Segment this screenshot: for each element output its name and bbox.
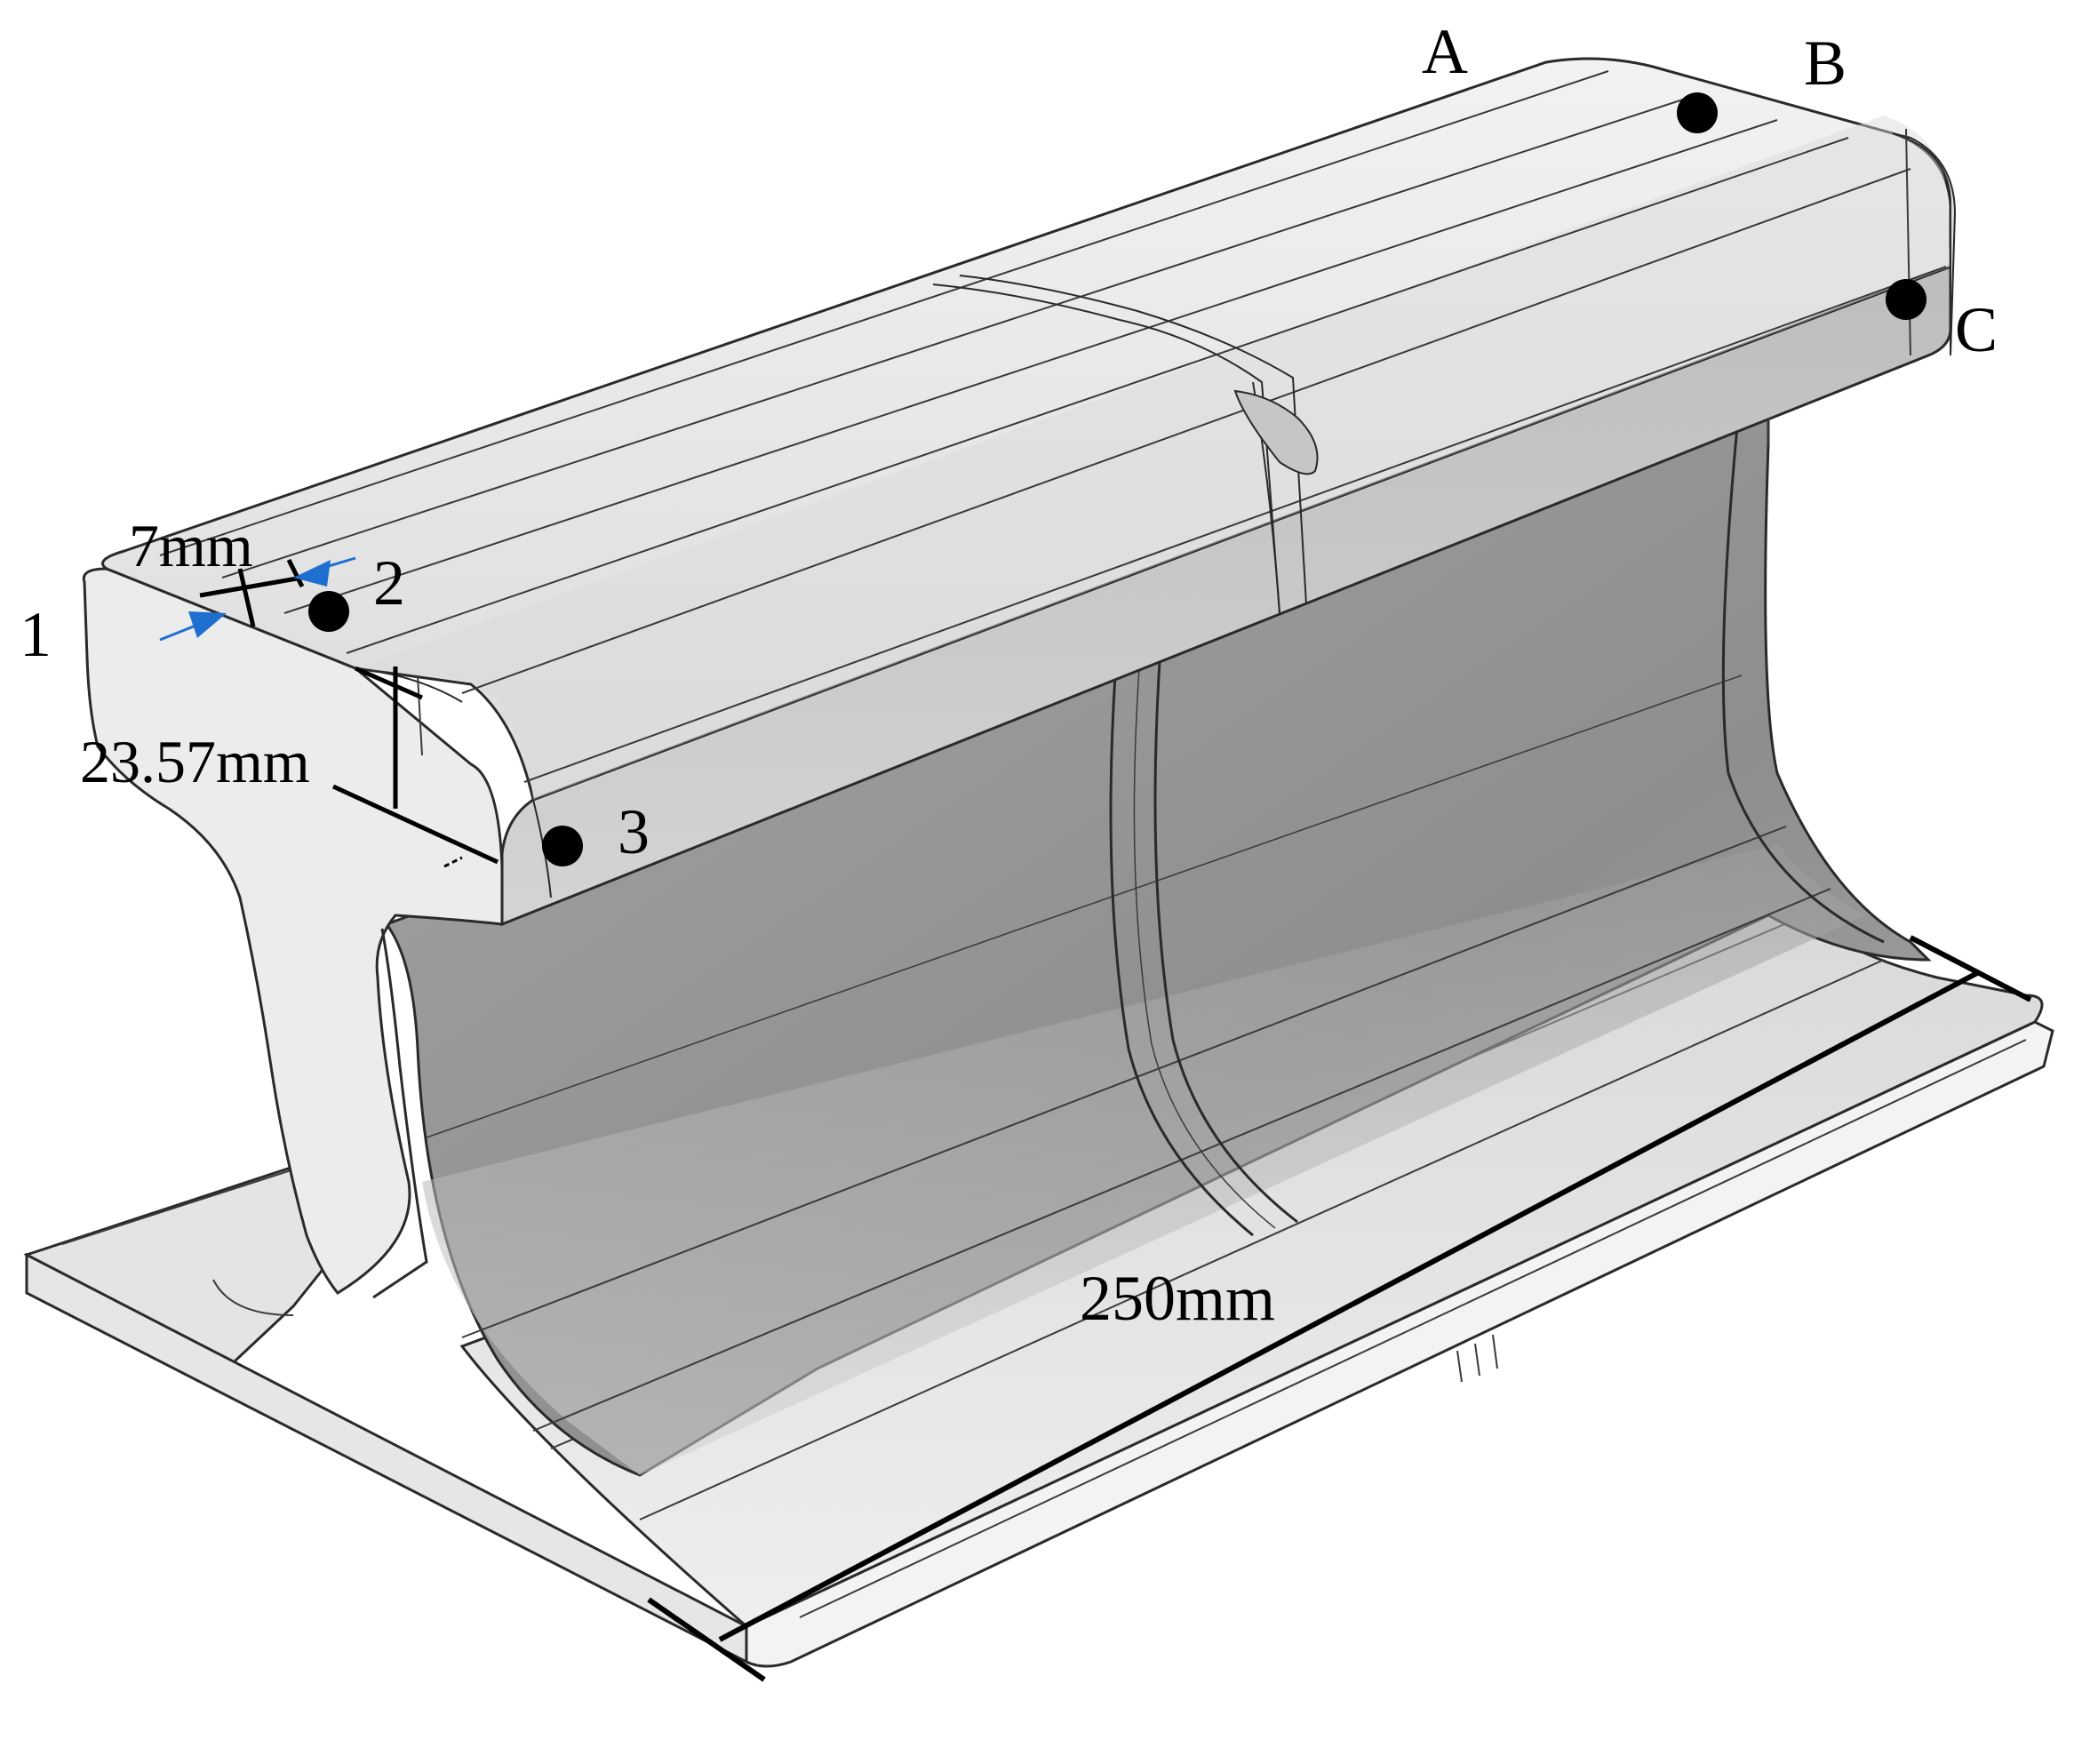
label-2: 2 (373, 547, 405, 619)
rail-head (101, 57, 1957, 927)
label-b: B (1804, 28, 1847, 99)
marker-point-2 (308, 591, 349, 632)
label-a: A (1422, 16, 1468, 87)
label-1: 1 (20, 599, 52, 670)
marker-point-b (1677, 92, 1718, 133)
label-c: C (1955, 294, 1998, 365)
label-23-57mm: 23.57mm (80, 728, 310, 795)
rail-web (384, 415, 1932, 1477)
dim-250mm (647, 935, 2032, 1682)
marker-point-c (1886, 279, 1926, 320)
blue-arrows (159, 556, 356, 642)
dim-23-57mm (331, 666, 499, 868)
label-7mm: 7mm (129, 512, 253, 579)
dim-7mm (199, 558, 305, 627)
label-3: 3 (618, 796, 650, 867)
label-250mm: 250mm (1080, 1263, 1275, 1334)
arrow-right-icon (293, 560, 331, 587)
rail-foot (23, 869, 2054, 1668)
marker-point-3 (542, 826, 583, 866)
arrow-left-icon (188, 611, 227, 638)
